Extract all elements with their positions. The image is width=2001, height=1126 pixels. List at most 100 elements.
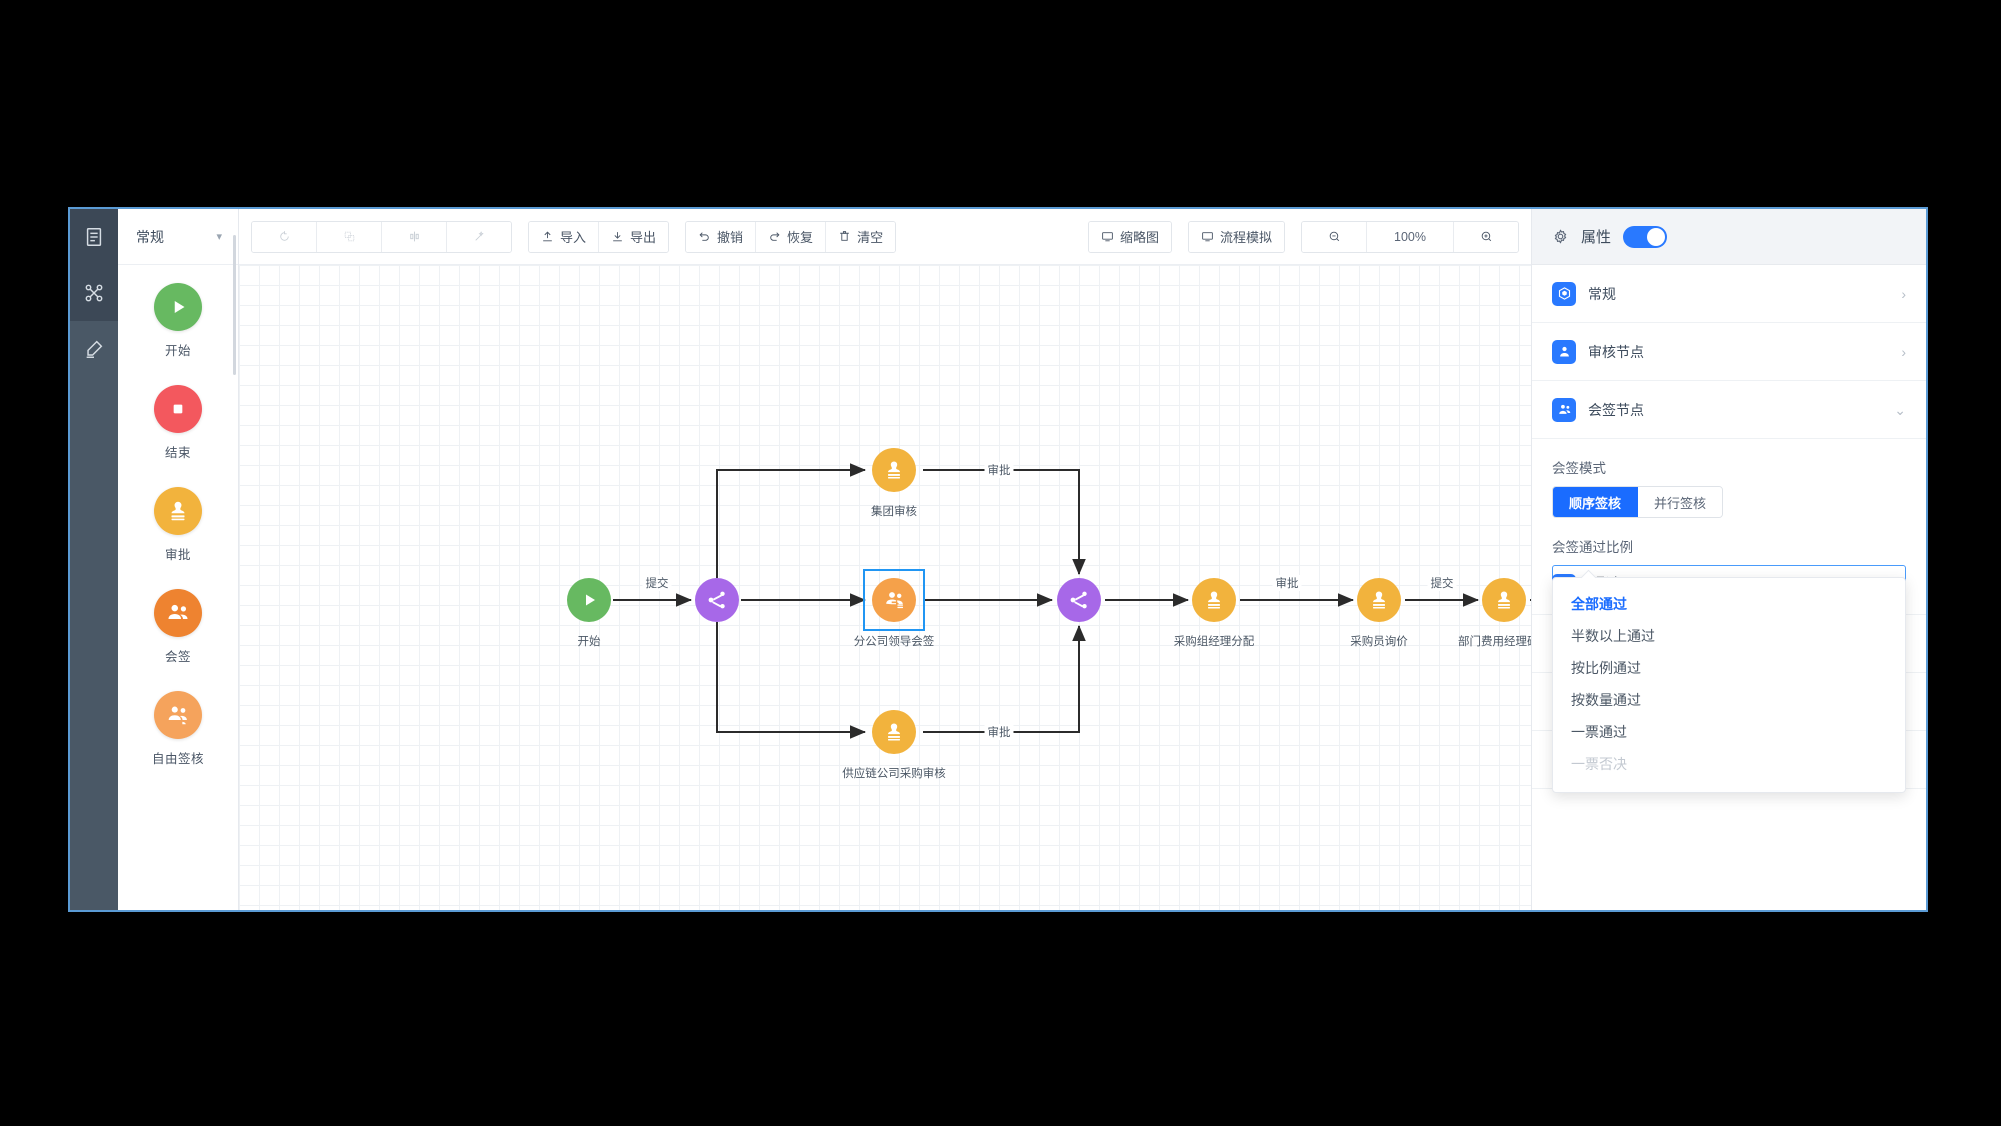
palette-item-结束[interactable]: 结束 xyxy=(118,385,238,461)
ratio-label: 会签通过比例 xyxy=(1552,540,1633,555)
pen-icon xyxy=(86,340,103,358)
import-button[interactable]: 导入 xyxy=(529,221,600,252)
flow-node-gw1[interactable] xyxy=(695,578,739,622)
properties-section-label: 常规 xyxy=(1588,285,1616,302)
flow-edge-label: 提交 xyxy=(642,575,672,591)
simulate-button[interactable]: 流程模拟 xyxy=(1188,221,1284,252)
palette-item-label: 会签 xyxy=(164,650,191,664)
toolbar-zoom-group: 100% xyxy=(1301,220,1519,253)
flow-node-group[interactable]: 集团审核 xyxy=(871,448,917,518)
countersign-node-icon xyxy=(872,578,916,622)
toolbar-shape-tools xyxy=(251,220,512,253)
flow-edges xyxy=(613,463,1531,739)
flow-node-supply[interactable]: 供应链公司采购审核 xyxy=(842,710,946,780)
flow-node-label: 开始 xyxy=(577,636,601,648)
zoom-in-button[interactable] xyxy=(1454,221,1518,252)
flow-canvas[interactable]: 开始 集团审核分公司领导会签供应链公司采购审核 采购组经理分配 采购员询价 部门费用经理… xyxy=(239,265,1531,910)
ratio-option-一票通过[interactable]: 一票通过 xyxy=(1571,724,1627,740)
clear-button[interactable]: 清空 xyxy=(826,221,896,252)
properties-toggle[interactable] xyxy=(1623,225,1668,248)
thumbnail-button[interactable]: 缩略图 xyxy=(1088,221,1171,252)
chevron-right-icon: › xyxy=(1901,285,1906,302)
palette-item-label: 自由签核 xyxy=(151,752,204,766)
rail-pen-button[interactable] xyxy=(70,321,118,377)
mode-option-顺序签核[interactable]: 顺序签核 xyxy=(1553,487,1639,517)
flow-node-start[interactable]: 开始 xyxy=(567,578,611,648)
node-selection-box xyxy=(863,569,925,631)
ratio-dropdown-menu: 全部通过半数以上通过按比例通过按数量通过一票通过一票否决 xyxy=(1552,569,1906,793)
ratio-option-全部通过[interactable]: 全部通过 xyxy=(1571,596,1627,612)
trash-icon xyxy=(840,231,849,241)
redo-button[interactable]: 恢复 xyxy=(756,221,827,252)
properties-section-常规[interactable]: 常规 › xyxy=(1532,265,1926,323)
ratio-option-半数以上通过[interactable]: 半数以上通过 xyxy=(1571,628,1655,644)
palette-category-label: 常规 xyxy=(136,228,164,245)
flow-node-label: 分公司领导会签 xyxy=(853,636,935,648)
flow-node-label: 采购员询价 xyxy=(1350,636,1408,648)
zoom-in-icon xyxy=(1481,231,1491,242)
gear-icon xyxy=(1554,229,1567,244)
properties-section-label: 会签节点 xyxy=(1588,401,1644,418)
flow-icon xyxy=(85,284,103,302)
palette-item-label: 开始 xyxy=(164,344,191,358)
properties-section-会签节点[interactable]: 会签节点 ⌄ xyxy=(1532,381,1926,439)
palette-item-label: 审批 xyxy=(164,548,191,562)
undo-label: 撤销 xyxy=(717,230,744,245)
document-icon xyxy=(86,228,102,246)
magic-button[interactable] xyxy=(447,221,511,252)
palette-category-selector[interactable]: 常规 ▾ xyxy=(118,209,238,265)
magic-icon xyxy=(474,231,484,241)
flow-node-deptmgr[interactable]: 部门费用经理确认 xyxy=(1458,578,1531,648)
flow-node-label: 部门费用经理确认 xyxy=(1458,636,1531,648)
palette-item-list: 开始结束审批会签自由签核 xyxy=(118,265,238,910)
palette-item-自由签核[interactable]: 自由签核 xyxy=(118,691,238,767)
flow-node-gw2[interactable] xyxy=(1057,578,1101,622)
node-palette: 常规 ▾ 开始结束审批会签自由签核 xyxy=(118,209,239,910)
import-icon xyxy=(543,231,552,242)
palette-item-会签[interactable]: 会签 xyxy=(118,589,238,665)
chevron-right-icon: › xyxy=(1901,343,1906,360)
flow-node-label: 供应链公司采购审核 xyxy=(842,768,946,780)
thumbnail-icon xyxy=(1102,232,1113,242)
rail-flow-button[interactable] xyxy=(70,265,118,321)
properties-section-审核节点[interactable]: 审核节点 › xyxy=(1532,323,1926,381)
editor-toolbar: 导入 导出 撤销 恢复 清空 xyxy=(239,209,1531,265)
align-button[interactable] xyxy=(382,221,447,252)
mode-option-并行签核[interactable]: 并行签核 xyxy=(1638,487,1723,517)
ratio-option-按比例通过[interactable]: 按比例通过 xyxy=(1571,660,1641,676)
simulate-icon xyxy=(1202,232,1213,242)
properties-panel: 属性 常规›审核节点›会签节点⌄ 会签模式 顺序签核并行签核 会签通过比例 全部… xyxy=(1531,209,1926,910)
flow-designer-window: 常规 ▾ 开始结束审批会签自由签核 xyxy=(68,207,1928,912)
ratio-option-按数量通过[interactable]: 按数量通过 xyxy=(1571,692,1641,708)
redo-label: 恢复 xyxy=(787,230,814,245)
chevron-down-icon: ▾ xyxy=(216,231,222,243)
left-icon-rail xyxy=(70,209,118,910)
flow-node-branch[interactable]: 分公司领导会签 xyxy=(854,569,934,648)
toolbar-io-tools: 导入 导出 xyxy=(528,220,670,253)
palette-item-开始[interactable]: 开始 xyxy=(118,283,238,359)
copy-shape-button[interactable] xyxy=(317,221,382,252)
undo-icon xyxy=(699,232,709,241)
chevron-down-icon: ⌄ xyxy=(1894,401,1906,418)
zoom-out-button[interactable] xyxy=(1302,221,1367,252)
editor-center: 导入 导出 撤销 恢复 清空 xyxy=(239,209,1531,910)
simulate-label: 流程模拟 xyxy=(1219,230,1272,245)
zoom-level-value[interactable]: 100% xyxy=(1367,221,1454,252)
stamp-icon xyxy=(872,448,916,492)
flow-edge-label: 审批 xyxy=(1272,575,1302,591)
properties-section-label: 审核节点 xyxy=(1588,343,1644,360)
export-button[interactable]: 导出 xyxy=(599,221,669,252)
stamp-icon xyxy=(1482,578,1526,622)
undo-shape-button[interactable] xyxy=(252,221,317,252)
flow-node-label: 采购组经理分配 xyxy=(1173,636,1255,648)
flow-node-pmalloc[interactable]: 采购组经理分配 xyxy=(1174,578,1254,648)
stamp-icon xyxy=(1357,578,1401,622)
palette-scrollbar[interactable] xyxy=(233,235,236,375)
gateway-icon xyxy=(1057,578,1101,622)
rail-document-button[interactable] xyxy=(70,209,118,265)
palette-item-label: 结束 xyxy=(164,446,191,460)
undo-button[interactable]: 撤销 xyxy=(686,221,757,252)
flow-node-buyer[interactable]: 采购员询价 xyxy=(1350,578,1408,648)
palette-item-审批[interactable]: 审批 xyxy=(118,487,238,563)
stop-icon xyxy=(154,385,202,433)
